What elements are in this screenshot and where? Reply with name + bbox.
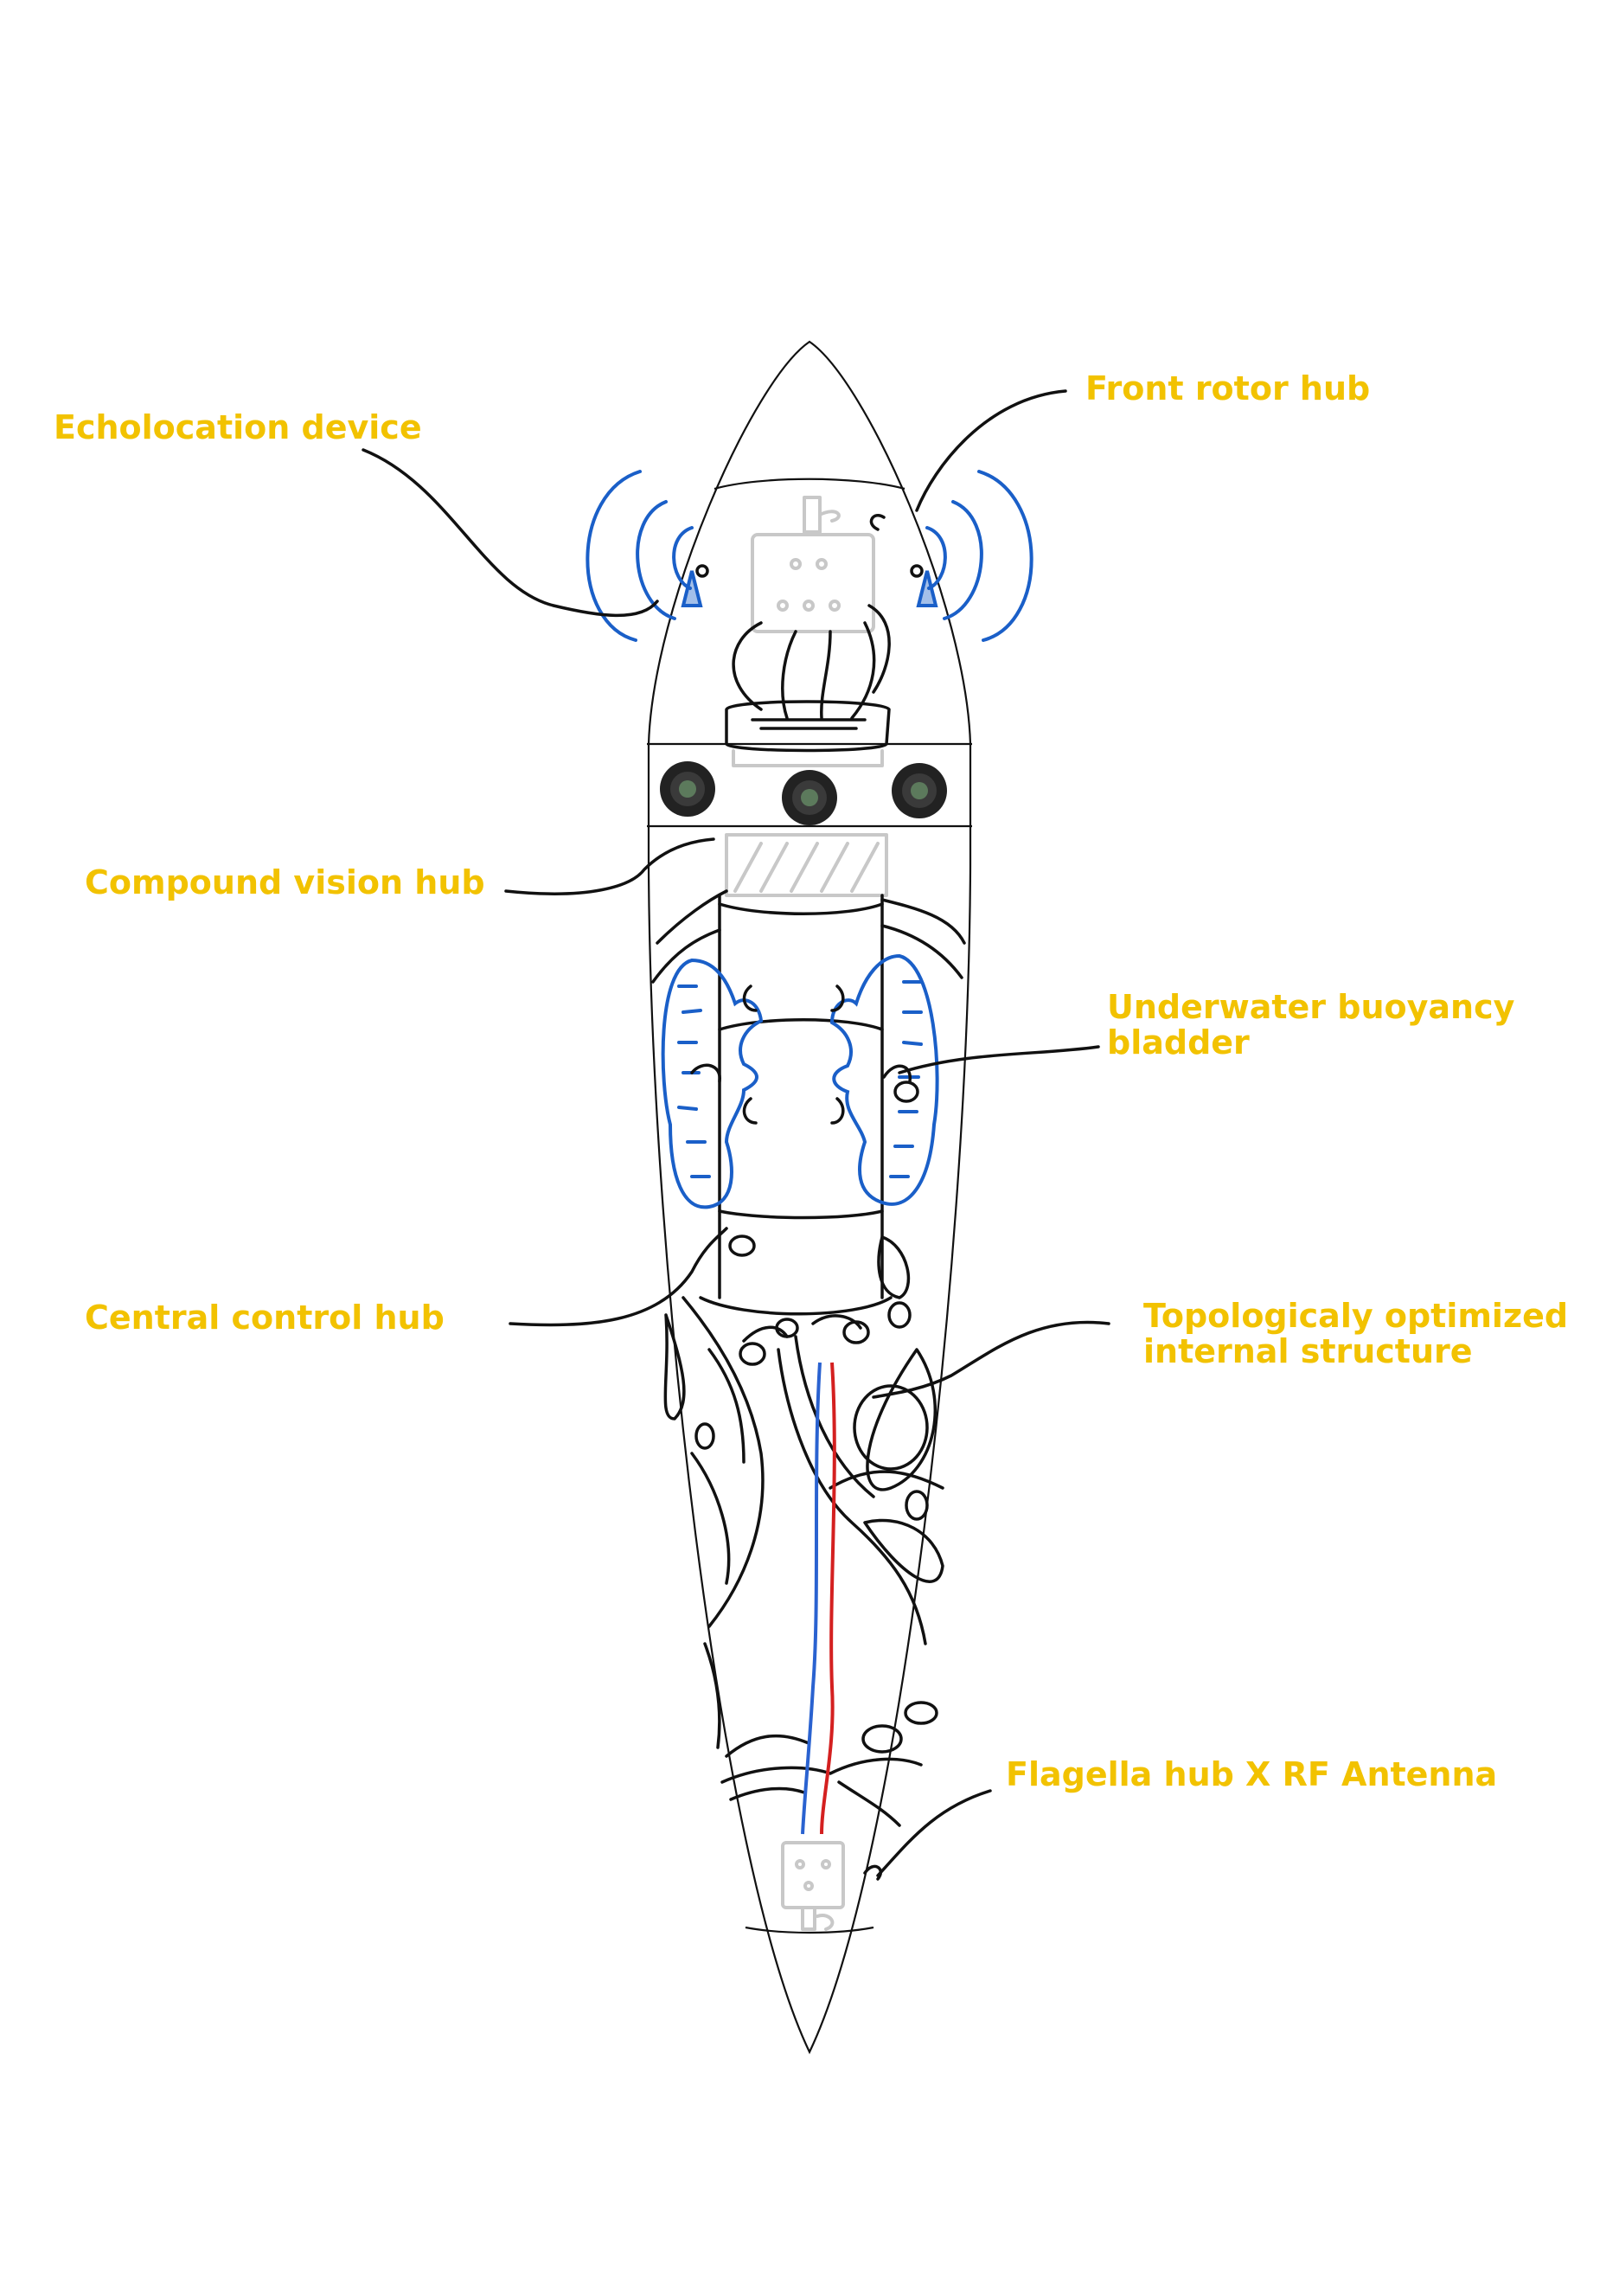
leader-topology bbox=[872, 1320, 1110, 1399]
leader-compound-vision bbox=[504, 837, 715, 895]
leader-buoyancy bbox=[898, 1045, 1100, 1074]
camera-lens-center bbox=[782, 770, 837, 825]
flagella-hub bbox=[781, 1841, 883, 1931]
label-buoyancy-line2: bladder bbox=[1107, 1023, 1250, 1061]
label-flagella: Flagella hub X RF Antenna bbox=[1006, 1755, 1497, 1793]
leader-echolocation bbox=[362, 448, 659, 618]
buoyancy-bladder-left bbox=[661, 958, 764, 1209]
label-front-rotor: Front rotor hub bbox=[1085, 369, 1370, 407]
echolocation-right bbox=[910, 470, 1033, 642]
label-central-control: Central control hub bbox=[85, 1299, 445, 1337]
leader-front-rotor bbox=[915, 389, 1067, 512]
bladder-clips bbox=[690, 984, 912, 1125]
compound-vision-hub bbox=[647, 742, 972, 897]
lattice-structure bbox=[651, 889, 966, 1827]
label-compound-vision: Compound vision hub bbox=[85, 863, 485, 901]
leader-central-control bbox=[509, 1227, 728, 1327]
central-spine bbox=[699, 894, 893, 1316]
coupling-cylinder bbox=[725, 700, 891, 767]
signal-wires bbox=[801, 1362, 836, 1835]
hull bbox=[647, 340, 972, 2055]
label-topology-line1: Topologicaly optimized bbox=[1143, 1297, 1568, 1335]
leader-lines bbox=[362, 389, 1110, 1877]
rotor-wiring bbox=[732, 604, 891, 720]
echolocation-left bbox=[586, 470, 709, 642]
label-topology-line2: internal structure bbox=[1143, 1332, 1473, 1370]
label-buoyancy-line1: Underwater buoyancy bbox=[1107, 988, 1515, 1026]
buoyancy-bladder-right bbox=[829, 953, 939, 1206]
front-rotor-hub bbox=[751, 496, 886, 633]
label-echolocation: Echolocation device bbox=[54, 408, 422, 446]
leader-flagella bbox=[876, 1789, 992, 1877]
camera-lens-left bbox=[660, 761, 715, 817]
camera-lens-right bbox=[892, 763, 947, 818]
